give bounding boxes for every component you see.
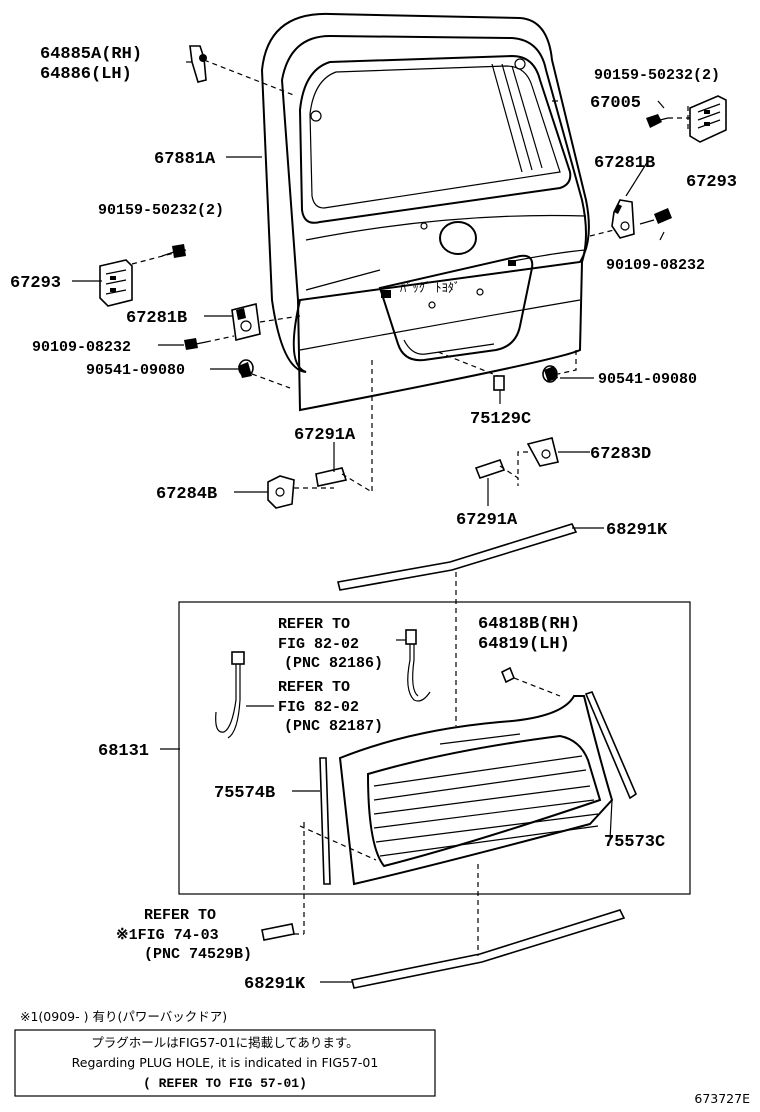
label-90109-right: 90109-08232 xyxy=(606,257,705,274)
clip-75129c xyxy=(493,375,505,391)
label-68291k-bottom: 68291K xyxy=(244,975,306,994)
note-line-ja: プラグホールはFIG57-01に掲載してあります。 xyxy=(91,1035,358,1050)
refer-74529b-line3: (PNC 74529B) xyxy=(144,946,252,963)
bracket-67283d xyxy=(526,437,559,467)
screw-90159-left xyxy=(161,244,186,258)
molding-68291k-top xyxy=(337,523,578,591)
wire-harness-82187 xyxy=(215,651,245,739)
bracket-67281b-right xyxy=(611,199,635,239)
label-67284b: 67284B xyxy=(156,485,217,504)
label-67005: 67005 xyxy=(590,94,641,113)
label-67293-right: 67293 xyxy=(686,173,737,192)
label-90159-right: 90159-50232(2) xyxy=(594,67,720,84)
label-64819: 64819(LH) xyxy=(478,635,570,654)
guide-67291a-top xyxy=(315,467,348,487)
plug-hole-note-box xyxy=(14,1029,436,1097)
wire-harness-82186 xyxy=(405,629,431,702)
refer-82186-line1: REFER TO xyxy=(278,616,350,633)
lamp-part-67293-right xyxy=(689,95,727,143)
label-68291k-top: 68291K xyxy=(606,521,668,540)
emblem-text: ﾊﾞｯｸﾞ ﾄﾖﾀﾞ xyxy=(400,280,460,295)
stopper-90541-left xyxy=(238,359,254,378)
screw-90109-left xyxy=(184,338,207,350)
label-68131: 68131 xyxy=(98,742,149,761)
molding-68291k-bottom xyxy=(351,909,626,989)
label-64885a: 64885A(RH) xyxy=(40,45,142,64)
label-67281b-right: 67281B xyxy=(594,154,655,173)
note-line-refer: ( REFER TO FIG 57-01) xyxy=(143,1076,307,1091)
bracket-67284b xyxy=(267,475,295,509)
screw-90159-right xyxy=(646,114,669,128)
refer-82187-line2: FIG 82-02 xyxy=(278,699,359,716)
refer-82187-line1: REFER TO xyxy=(278,679,350,696)
label-67291a-top: 67291A xyxy=(294,426,356,445)
back-glass-68131 xyxy=(338,695,614,886)
label-75573c: 75573C xyxy=(604,833,665,852)
label-67293-left: 67293 xyxy=(10,274,61,293)
screw-90109-right xyxy=(639,208,672,225)
label-75129c: 75129C xyxy=(470,410,531,429)
lamp-part-67293-left xyxy=(99,259,133,307)
refer-82186-line3: (PNC 82186) xyxy=(284,655,383,672)
label-64818b: 64818B(RH) xyxy=(478,615,580,634)
label-67281b-left: 67281B xyxy=(126,309,187,328)
refer-82187-line3: (PNC 82187) xyxy=(284,718,383,735)
figure-id: 673727E xyxy=(694,1091,750,1106)
label-90159-left: 90159-50232(2) xyxy=(98,202,224,219)
back-door-panel: ﾊﾞｯｸﾞ ﾄﾖﾀﾞ xyxy=(260,12,590,412)
side-trim-75574b xyxy=(319,757,331,885)
label-90541-left: 90541-09080 xyxy=(86,362,185,379)
label-67291a-bottom: 67291A xyxy=(456,511,518,530)
label-90109-left: 90109-08232 xyxy=(32,339,131,356)
footnote: ※1(0909- ) 有り(パワーバックドア) xyxy=(20,1009,227,1024)
label-75574b: 75574B xyxy=(214,784,275,803)
refer-74529b-line2: ※1FIG 74-03 xyxy=(116,927,219,944)
bracket-67281b-left xyxy=(231,303,261,341)
guide-67291a-bottom xyxy=(474,459,506,479)
refer-74529b-line1: REFER TO xyxy=(144,907,216,924)
label-64886: 64886(LH) xyxy=(40,65,132,84)
stopper-90541-right xyxy=(542,365,558,383)
glass-assembly-box xyxy=(178,601,691,895)
label-90541-right: 90541-09080 xyxy=(598,371,697,388)
refer-82186-line2: FIG 82-02 xyxy=(278,636,359,653)
label-67283d: 67283D xyxy=(590,445,651,464)
note-line-en: Regarding PLUG HOLE, it is indicated in … xyxy=(72,1055,379,1070)
hinge-part-64885a xyxy=(186,45,207,83)
side-trim-75573c xyxy=(584,691,637,800)
clip-64818b xyxy=(500,666,516,684)
label-67881a: 67881A xyxy=(154,150,216,169)
part-74529b xyxy=(261,923,295,941)
